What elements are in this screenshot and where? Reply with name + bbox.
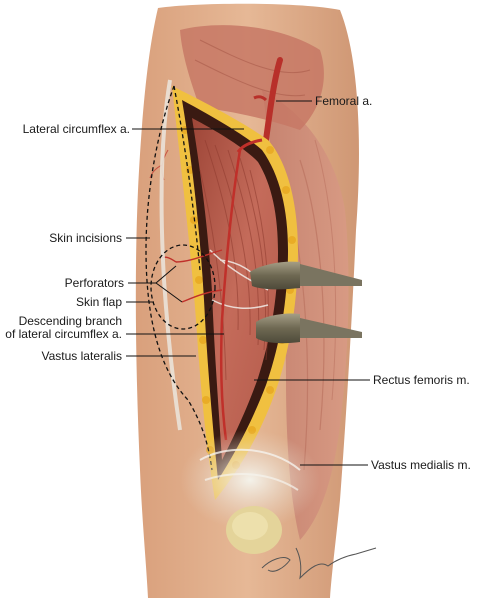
descending-branch-artery xyxy=(219,149,242,441)
label-descending-branch-line1: Descending branch xyxy=(18,314,122,328)
label-lateral-circumflex-artery: Lateral circumflex a. xyxy=(22,122,130,136)
skin-incision-lines xyxy=(145,85,216,471)
label-femoral-artery: Femoral a. xyxy=(315,94,373,108)
label-vastus-medialis: Vastus medialis m. xyxy=(371,458,471,472)
skin-flap-edge xyxy=(159,79,182,431)
retractor-lower xyxy=(256,313,362,344)
retractor-upper xyxy=(250,261,362,290)
label-rectus-femoris: Rectus femoris m. xyxy=(373,373,470,387)
knee-fascia xyxy=(180,430,320,530)
leader-lines xyxy=(126,100,370,466)
label-perforators: Perforators xyxy=(64,276,124,290)
exposed-muscle xyxy=(192,118,278,460)
label-descending-branch-line2: of lateral circumflex a. xyxy=(5,327,122,341)
femoral-artery xyxy=(263,57,283,143)
lateral-circumflex-artery xyxy=(236,138,263,153)
artist-signature xyxy=(261,547,377,580)
label-skin-incisions: Skin incisions xyxy=(49,231,122,245)
label-vastus-lateralis: Vastus lateralis xyxy=(41,349,122,363)
label-skin-flap: Skin flap xyxy=(75,295,122,309)
upper-thigh-muscles xyxy=(180,25,324,130)
